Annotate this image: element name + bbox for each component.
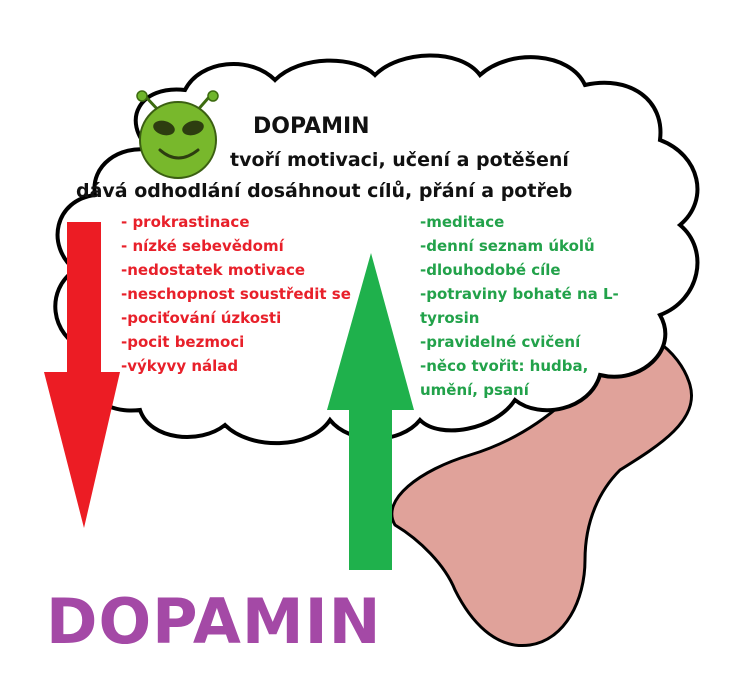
list-item: - nízké sebevědomí	[121, 237, 284, 255]
deficiency-list: - prokrastinace - nízké sebevědomí -nedo…	[121, 210, 351, 378]
list-item: -výkyvy nálad	[121, 357, 239, 375]
list-item: -denní seznam úkolů	[420, 237, 595, 255]
list-item: -neschopnost soustředit se	[121, 285, 351, 303]
down-arrow-icon	[44, 222, 120, 528]
bottom-label: DOPAMIN	[46, 585, 382, 658]
diagram-title: DOPAMIN	[253, 114, 370, 139]
subtitle-line-2: dává odhodlání dosáhnout cílů, přání a p…	[76, 180, 573, 202]
alien-smiley-icon	[136, 90, 219, 179]
subtitle-line-1: tvoří motivaci, učení a potěšení	[230, 149, 569, 171]
list-item: -dlouhodobé cíle	[420, 261, 561, 279]
up-arrow-icon	[327, 253, 414, 570]
list-item: -meditace	[420, 213, 505, 231]
list-item: -pociťování úzkosti	[121, 309, 282, 327]
list-item: - prokrastinace	[121, 213, 250, 231]
list-item: -něco tvořit: hudba, umění, psaní	[420, 357, 589, 399]
list-item: -potraviny bohaté na L-tyrosin	[420, 285, 619, 327]
boost-list: -meditace -denní seznam úkolů -dlouhodob…	[420, 210, 620, 402]
list-item: -pravidelné cvičení	[420, 333, 581, 351]
brain-stem-icon	[390, 326, 693, 648]
list-item: -nedostatek motivace	[121, 261, 306, 279]
list-item: -pocit bezmoci	[121, 333, 245, 351]
